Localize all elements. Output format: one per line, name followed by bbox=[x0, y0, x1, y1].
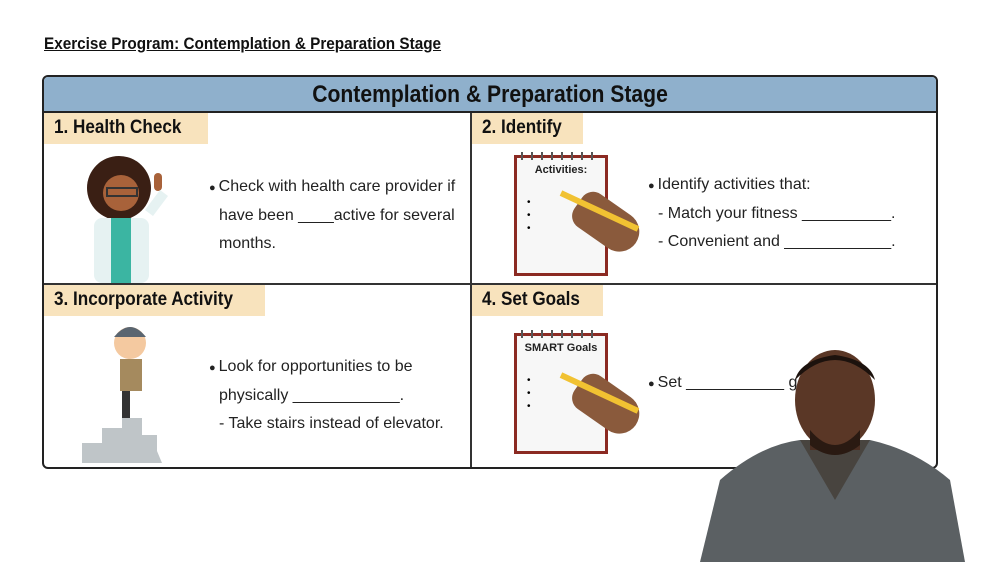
cell-text: ●Set ___________ g bbox=[648, 374, 798, 391]
divider bbox=[44, 283, 936, 285]
cell-label: 3. Incorporate Activity bbox=[44, 285, 265, 316]
cell-set-goals: 4. Set Goals SMART Goals ••• ●Set ______… bbox=[472, 285, 936, 467]
presenter-video bbox=[700, 350, 965, 562]
stage-table: Contemplation & Preparation Stage 1. Hea… bbox=[42, 75, 938, 469]
cell-text: ●Identify activities that: - Match your … bbox=[648, 176, 896, 250]
cell-text: ●Check with health care provider if have… bbox=[209, 178, 456, 252]
page-title: Exercise Program: Contemplation & Prepar… bbox=[44, 34, 442, 53]
table-header: Contemplation & Preparation Stage bbox=[44, 77, 936, 113]
divider bbox=[470, 113, 472, 467]
doctor-illustration bbox=[87, 156, 168, 283]
cell-text: ●Look for opportunities to be physically… bbox=[209, 358, 444, 432]
stairs-illustration bbox=[82, 327, 162, 463]
cell-incorporate-activity: 3. Incorporate Activity ●Look for opport… bbox=[44, 285, 470, 467]
cell-health-check: 1. Health Check ●Check with health care … bbox=[44, 113, 470, 283]
cell-label: 2. Identify bbox=[472, 113, 583, 144]
cell-label: 4. Set Goals bbox=[472, 285, 603, 316]
cell-label: 1. Health Check bbox=[44, 113, 208, 144]
cell-identify: 2. Identify Activities: ••• ●Identify ac… bbox=[472, 113, 936, 283]
